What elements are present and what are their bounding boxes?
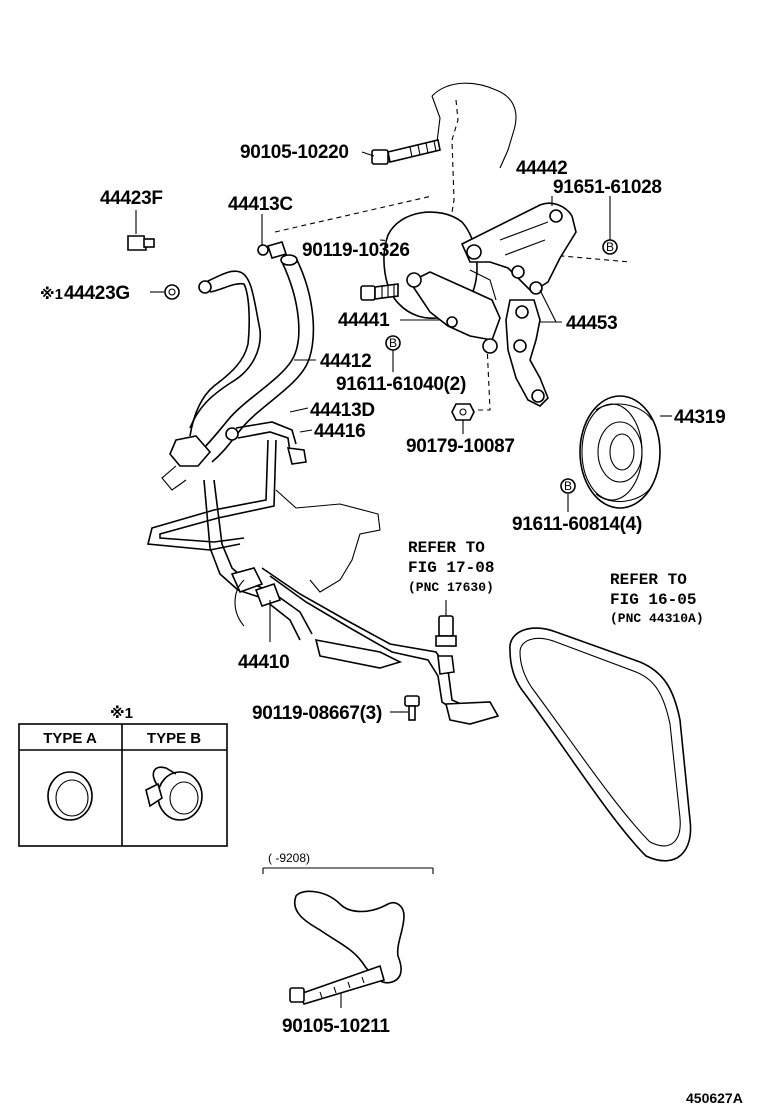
leader-lines [135,151,672,1008]
label-90179-10087: 90179-10087 [406,436,515,457]
washer-91611-61040: B [385,335,401,351]
svg-text:B: B [606,240,614,254]
pressure-hose-44410 [203,479,500,725]
label-90119-10326: 90119-10326 [302,240,410,261]
steering-gear-outline [234,489,381,627]
label-44423g: 44423G [64,283,130,304]
svg-text:B: B [389,336,397,350]
label-44441: 44441 [338,310,390,331]
svg-text:(PNC 17630): (PNC 17630) [408,580,494,595]
label-44442: 44442 [516,158,567,179]
svg-text:REFER TO: REFER TO [408,539,485,557]
type-b-label: TYPE B [147,730,201,747]
svg-text:B: B [564,479,572,493]
pressure-switch [435,600,457,647]
clamp-44413c [257,241,288,259]
pump-bracket-44442 [460,202,577,295]
part-labels: 90105-10220 44442 91651-61028 44423F 444… [40,142,726,1037]
variant-bracket: ( -9208) [262,851,434,1005]
label-90105-10220: 90105-10220 [240,142,349,163]
pressure-tube-44416 [146,421,307,551]
svg-text:FIG 17-08: FIG 17-08 [408,559,494,577]
label-91651-61028: 91651-61028 [553,177,662,198]
range-label: ( -9208) [268,851,310,865]
figure-code: 450627A [686,1090,743,1106]
return-hose-44412 [161,254,315,491]
label-44423g-mark: ※1 [40,285,63,303]
bolt-90105-10220 [371,139,441,165]
label-44453: 44453 [566,313,617,334]
svg-text:FIG 16-05: FIG 16-05 [610,591,696,609]
label-91611-60814: 91611-60814(4) [512,514,642,535]
label-90105-10211: 90105-10211 [282,1016,390,1037]
v-belt-44310a [509,627,692,862]
type-a-clamp-ring [47,771,93,821]
clamp-44423g [164,284,180,300]
label-44423f: 44423F [100,188,163,209]
nut-90179-10087 [451,403,475,421]
label-44413d: 44413D [310,400,375,421]
washer-91651-61028: B [602,239,618,255]
svg-text:REFER TO: REFER TO [610,571,687,589]
washer-91611-60814: B [560,478,576,494]
label-44416: 44416 [314,421,365,442]
label-44412: 44412 [320,351,371,372]
label-44319: 44319 [674,407,725,428]
type-b-clamp-band [145,766,203,821]
refer-note-fig-17-08: REFER TO FIG 17-08 (PNC 17630) [408,539,494,595]
type-table-mark: ※1 [110,704,133,722]
bolt-90119-08667 [400,695,420,721]
label-44410: 44410 [238,652,289,673]
pulley-44319 [579,395,661,509]
type-table: ※1 TYPE A TYPE B [18,704,228,847]
svg-text:(PNC 44310A): (PNC 44310A) [610,611,704,626]
pump-bracket-44453 [505,289,557,407]
type-a-label: TYPE A [43,730,97,747]
label-90119-08667: 90119-08667(3) [252,703,382,724]
refer-note-fig-16-05: REFER TO FIG 16-05 (PNC 44310A) [610,571,704,626]
label-91611-61040: 91611-61040(2) [336,374,466,395]
pump-bracket-44441 [406,269,501,354]
bolt-90119-10326 [360,283,399,301]
clamp-44423f [127,235,155,251]
label-44413c: 44413C [228,194,293,215]
